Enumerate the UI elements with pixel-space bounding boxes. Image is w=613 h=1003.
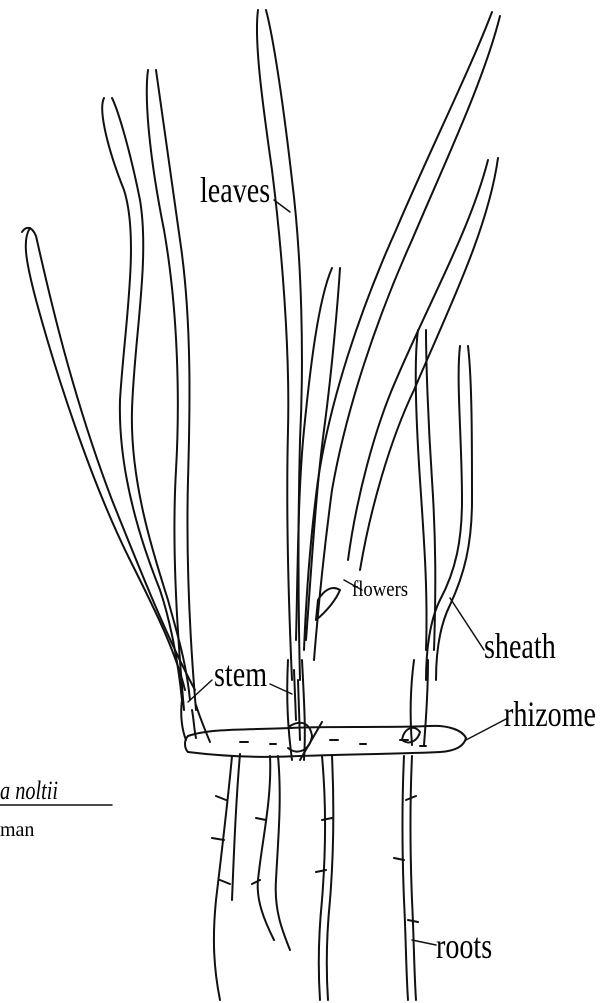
- caption-author: man: [0, 820, 34, 840]
- roots: [212, 754, 418, 1000]
- label-roots: roots: [436, 928, 492, 964]
- label-stem: stem: [214, 656, 267, 692]
- right-stem: [411, 660, 414, 745]
- label-sheath: sheath: [484, 628, 556, 664]
- leader-rhizome: [466, 718, 508, 740]
- leader-roots: [412, 940, 436, 945]
- leader-stem-2: [270, 684, 292, 694]
- leaf-centre-tall: [257, 10, 292, 680]
- leaf-centre-right: [348, 160, 488, 560]
- label-flowers: flowers: [352, 578, 408, 600]
- label-rhizome: rhizome: [504, 696, 596, 732]
- centre-plant: [257, 10, 500, 760]
- leaf-right-1: [416, 330, 427, 650]
- leader-lines: [0, 200, 508, 945]
- leaf-centre-diag: [304, 12, 492, 650]
- label-leaves: leaves: [200, 172, 270, 208]
- leader-sheath: [450, 598, 484, 650]
- leaf-left-3: [147, 70, 184, 710]
- left-plant: [22, 70, 210, 742]
- caption-species: a noltii: [0, 778, 58, 804]
- leaf-right-2: [426, 346, 462, 680]
